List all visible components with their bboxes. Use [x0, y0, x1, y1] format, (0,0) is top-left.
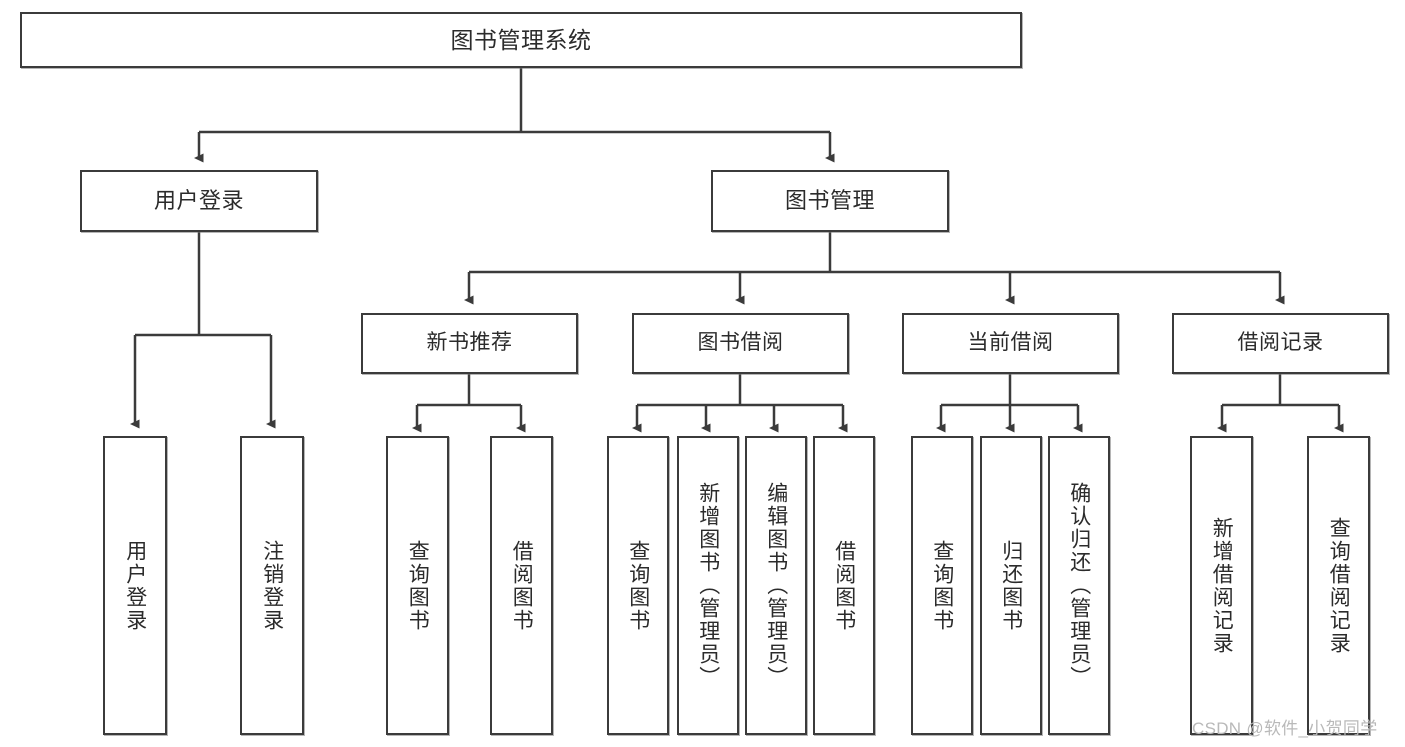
leaf-add-book-admin[interactable]: 新增图书（管理员）: [677, 436, 739, 735]
node-label: 图书管理: [784, 188, 875, 214]
node-label: 新书推荐: [426, 331, 513, 355]
leaf-borrow-book-recommend[interactable]: 借阅图书: [490, 436, 553, 735]
leaf-logout[interactable]: 注销登录: [240, 436, 304, 735]
node-label: 查询图书: [406, 539, 430, 632]
node-label: 图书管理系统: [450, 26, 592, 53]
leaf-add-borrow-record[interactable]: 新增借阅记录: [1190, 436, 1253, 735]
leaf-query-book-current[interactable]: 查询图书: [911, 436, 973, 735]
node-root-system[interactable]: 图书管理系统: [20, 12, 1022, 68]
node-label: 查询图书: [930, 539, 954, 632]
leaf-query-book-recommend[interactable]: 查询图书: [386, 436, 449, 735]
node-book-management[interactable]: 图书管理: [711, 170, 949, 232]
node-label: 查询图书: [626, 539, 650, 632]
leaf-return-book[interactable]: 归还图书: [980, 436, 1042, 735]
node-label: 借阅图书: [832, 539, 856, 632]
watermark: CSDN @软件_小贺同学: [1192, 719, 1378, 738]
node-label: 编辑图书（管理员）: [764, 482, 788, 689]
node-label: 用户登录: [123, 539, 147, 632]
node-label: 新增借阅记录: [1210, 516, 1234, 655]
leaf-edit-book-admin[interactable]: 编辑图书（管理员）: [745, 436, 807, 735]
node-new-book-recommend[interactable]: 新书推荐: [361, 313, 578, 374]
node-label: 用户登录: [153, 188, 244, 214]
node-label: 查询借阅记录: [1327, 516, 1351, 655]
leaf-borrow-book[interactable]: 借阅图书: [813, 436, 875, 735]
leaf-query-borrow-record[interactable]: 查询借阅记录: [1307, 436, 1370, 735]
node-current-borrow[interactable]: 当前借阅: [902, 313, 1119, 374]
node-borrow-record[interactable]: 借阅记录: [1172, 313, 1389, 374]
node-label: 借阅记录: [1237, 331, 1324, 355]
node-label: 图书借阅: [697, 331, 784, 355]
leaf-query-book-borrow[interactable]: 查询图书: [607, 436, 669, 735]
node-label: 归还图书: [999, 539, 1023, 632]
leaf-confirm-return-admin[interactable]: 确认归还（管理员）: [1048, 436, 1110, 735]
node-label: 借阅图书: [510, 539, 534, 632]
node-user-login[interactable]: 用户登录: [80, 170, 318, 232]
node-label: 新增图书（管理员）: [696, 482, 720, 689]
node-label: 确认归还（管理员）: [1067, 482, 1091, 689]
node-label: 注销登录: [260, 539, 284, 632]
leaf-user-login[interactable]: 用户登录: [103, 436, 167, 735]
node-label: 当前借阅: [967, 331, 1054, 355]
node-book-borrow[interactable]: 图书借阅: [632, 313, 849, 374]
